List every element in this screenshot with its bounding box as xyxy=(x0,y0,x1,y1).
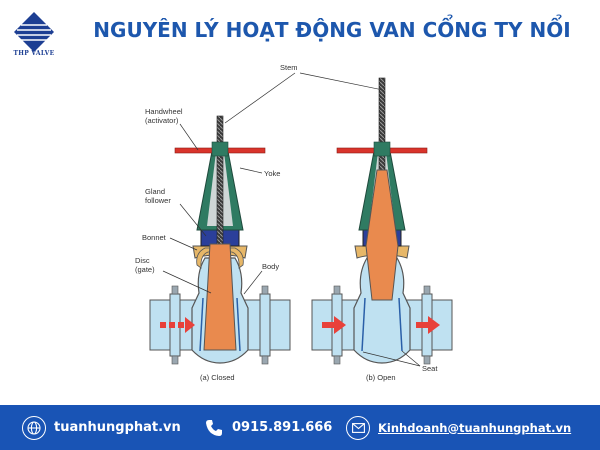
gate-valve-diagram: Stem Handwheel (activator) Yoke Gland fo… xyxy=(135,63,453,382)
footer-phone[interactable]: 0915.891.666 xyxy=(204,405,332,450)
footer-email[interactable]: Kinhdoanh@tuanhungphat.vn xyxy=(346,405,571,450)
phone-number[interactable]: 0915.891.666 xyxy=(232,420,333,435)
open-valve xyxy=(311,77,453,365)
label-handwheel-activator: (activator) xyxy=(145,116,179,125)
label-disc: Disc xyxy=(135,256,150,265)
footer-website[interactable]: tuanhungphat.vn xyxy=(22,405,181,450)
label-bonnet: Bonnet xyxy=(142,233,167,242)
label-seat: Seat xyxy=(422,364,438,373)
page-title: NGUYÊN LÝ HOẠT ĐỘNG VAN CỔNG TY NỔI xyxy=(93,18,571,42)
footer-bar: tuanhungphat.vn 0915.891.666 Kinhdoanh@t… xyxy=(0,405,600,450)
email-link[interactable]: Kinhdoanh@tuanhungphat.vn xyxy=(378,420,572,435)
logo-text: THP VALVE xyxy=(13,50,55,57)
caption-closed: (a) Closed xyxy=(200,373,235,382)
label-handwheel: Handwheel xyxy=(145,107,183,116)
caption-open: (b) Open xyxy=(366,373,396,382)
label-gland-follower: follower xyxy=(145,196,171,205)
closed-valve xyxy=(149,115,291,365)
label-gland: Gland xyxy=(145,187,165,196)
website-link[interactable]: tuanhungphat.vn xyxy=(54,420,181,435)
label-disc-gate: (gate) xyxy=(135,265,155,274)
mail-icon xyxy=(346,415,370,440)
label-yoke: Yoke xyxy=(264,169,280,178)
thp-valve-logo-icon xyxy=(14,12,54,52)
label-body: Body xyxy=(262,262,279,271)
phone-icon xyxy=(204,418,224,438)
label-stem: Stem xyxy=(280,63,298,72)
globe-icon xyxy=(22,415,46,440)
